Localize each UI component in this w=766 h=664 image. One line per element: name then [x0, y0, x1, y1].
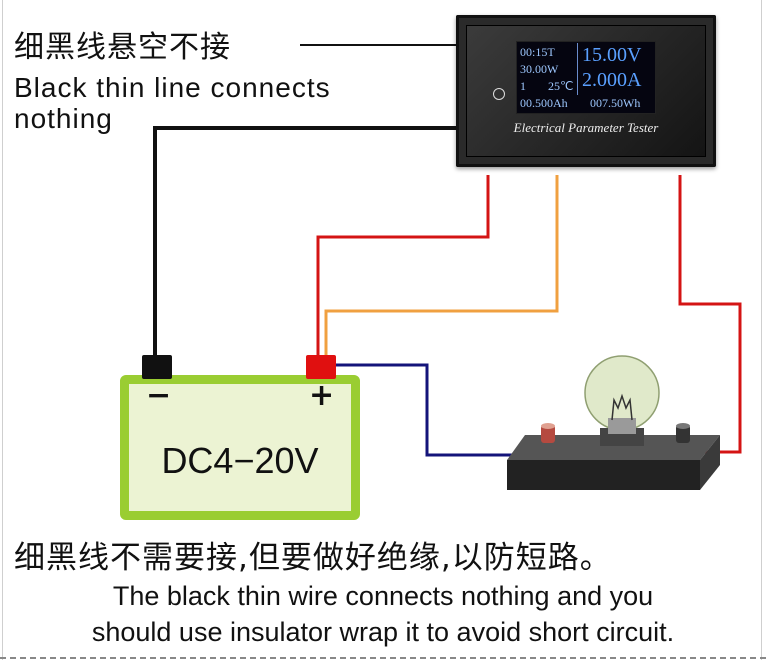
bottom-dashed-border — [0, 657, 766, 659]
lamp-terminal-right — [676, 425, 690, 443]
meter-button[interactable] — [493, 88, 505, 100]
footer-chinese: 细黑线不需要接,但要做好绝缘,以防短路。 — [14, 540, 612, 576]
black-wire — [153, 126, 460, 358]
display-energy: 007.50Wh — [590, 96, 641, 110]
display-channel: 1 — [520, 79, 526, 93]
battery-negative-sign: − — [146, 378, 172, 413]
lamp-terminal-left — [541, 425, 555, 443]
display-current: 2.000A — [582, 69, 642, 91]
lamp-base-front — [507, 460, 700, 490]
blue-wire — [334, 363, 550, 457]
lamp — [507, 355, 720, 490]
battery-negative-terminal — [142, 355, 172, 379]
caption-english: Black thin line connects nothing — [14, 72, 331, 134]
footer-english-line1: The black thin wire connects nothing and… — [112, 581, 654, 611]
display-voltage: 15.00V — [582, 44, 642, 66]
lamp-base-side — [700, 435, 720, 490]
lamp-base-top — [507, 435, 720, 460]
battery-voltage-label: DC4−20V — [161, 440, 319, 481]
lamp-filament — [611, 393, 633, 421]
caption-english-line2: nothing — [14, 103, 113, 134]
display-temperature: 25℃ — [548, 79, 574, 93]
battery-positive-terminal — [306, 355, 336, 379]
red-wire-lamp — [678, 175, 742, 454]
red-wire-battery — [316, 175, 490, 358]
display-time: 00:15T — [520, 45, 555, 59]
display-power: 30.00W — [520, 62, 559, 76]
caption-english-line1: Black thin line connects — [14, 72, 331, 103]
electrical-parameter-tester — [456, 15, 716, 167]
meter-display — [516, 41, 656, 114]
battery — [120, 375, 360, 520]
footer-english-line2: should use insulator wrap it to avoid sh… — [91, 617, 675, 647]
battery-positive-sign: + — [309, 378, 335, 413]
meter-label: Electrical Parameter Tester — [513, 120, 659, 135]
display-divider — [577, 43, 578, 95]
orange-wire — [324, 175, 559, 358]
footer-english: The black thin wire connects nothing and… — [0, 578, 766, 650]
caption-chinese: 细黑线悬空不接 — [14, 30, 231, 65]
display-charge: 00.500Ah — [520, 96, 568, 110]
